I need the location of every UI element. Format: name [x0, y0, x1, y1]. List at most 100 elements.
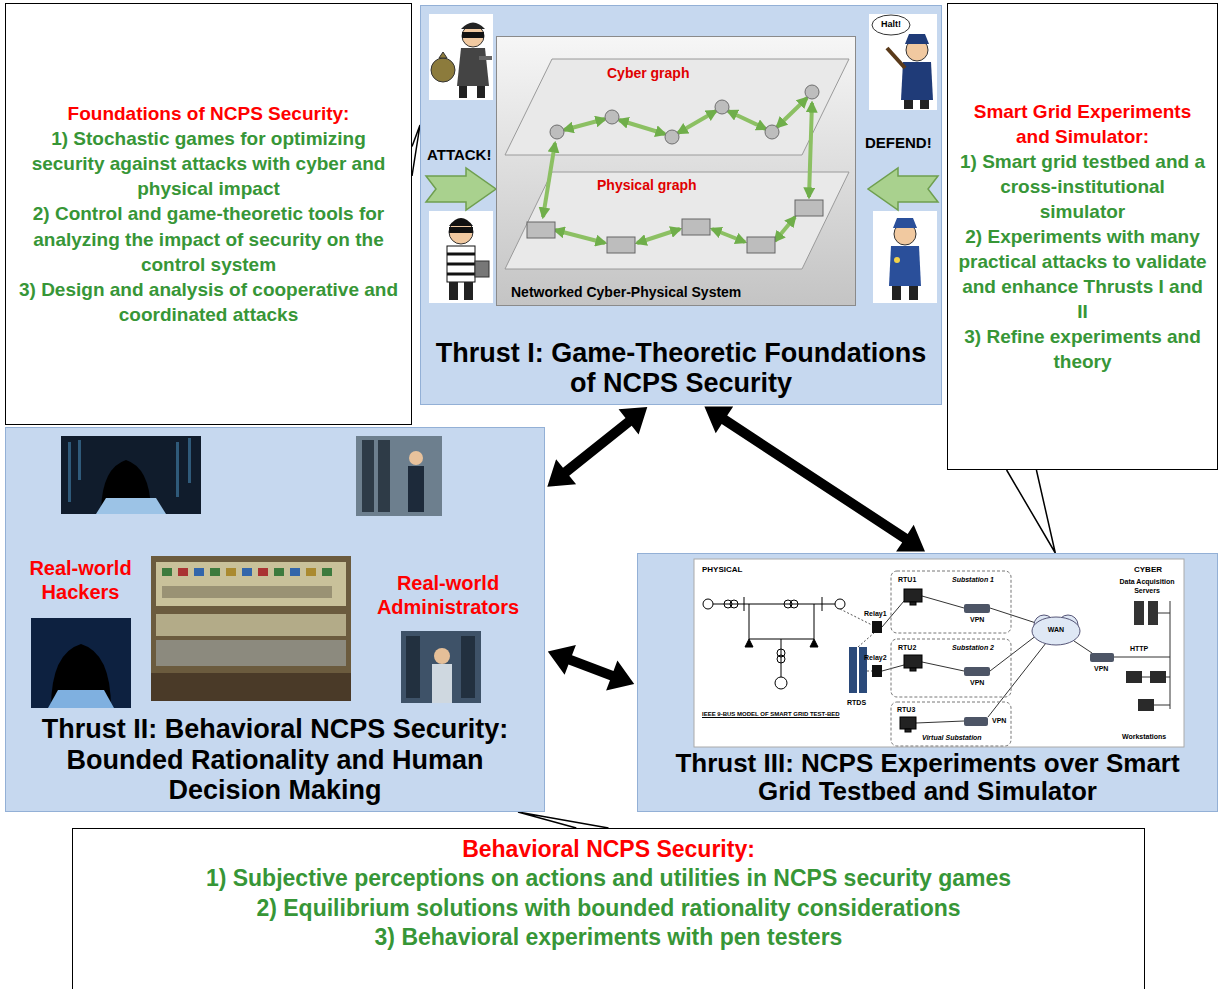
label-holder: HTTP: [1130, 645, 1148, 654]
nine-bus-model-part: [810, 639, 818, 647]
cyber-plane: [505, 59, 849, 155]
rtds-rack-part: [849, 647, 857, 693]
hacker-photo: [61, 436, 201, 514]
robber-figure: [429, 14, 493, 100]
thrust-title: Thrust I: Game-Theoretic Foundations of …: [429, 338, 933, 398]
callout-item: 1) Stochastic games for optimizing secur…: [16, 126, 401, 201]
label-holder: DEFEND!: [865, 134, 932, 151]
robber-figure-part: [479, 56, 492, 60]
schematic-label: IEEE 9-BUS MODEL OF SMART GRID TEST-BED: [702, 711, 840, 717]
schematic-label: Relay2: [864, 654, 887, 663]
substation-outline-part: [891, 702, 1011, 746]
robber-figure-part: [429, 14, 493, 100]
attack-arrow-part: [426, 168, 496, 210]
callout-text-group: Smart Grid Experiments and Simulator:1) …: [958, 99, 1207, 375]
router-icon-part: [964, 604, 990, 613]
callout-item: 1) Smart grid testbed and a cross-instit…: [958, 149, 1207, 224]
robber-figure-part: [477, 86, 485, 98]
panel-title: Networked Cyber-Physical System: [511, 284, 741, 300]
hacker-photo: [31, 618, 131, 708]
police-figure-part: [901, 62, 933, 100]
attack-arrow: [426, 168, 496, 210]
label-holder: VPN: [992, 717, 1006, 726]
label-holder: RTU3: [897, 706, 915, 715]
computer-icon-part: [910, 602, 916, 605]
callout-item: 2) Experiments with many practical attac…: [958, 224, 1207, 324]
network-line-part: [922, 596, 964, 608]
nine-bus-model-part: [777, 655, 785, 663]
hacker-photo-part: [61, 436, 201, 514]
physical-nodes-part: [747, 237, 775, 253]
network-line-part: [916, 721, 964, 723]
nine-bus-model-part: [775, 677, 787, 689]
burglar-figure-part: [447, 246, 475, 282]
label-holder: IEEE 9-BUS MODEL OF SMART GRID TEST-BED: [702, 711, 840, 717]
control-room-photo-part: [226, 568, 236, 576]
server-admin-photo: [356, 436, 442, 516]
network-line-part: [1074, 641, 1092, 653]
police-figure-part: [892, 286, 901, 300]
cyber-nodes-part: [550, 125, 564, 139]
schematic-label: PHYSICAL: [702, 565, 742, 574]
control-room-photo-part: [210, 568, 220, 576]
relay-wiring-part: [867, 671, 872, 672]
label-holder: WAN: [1042, 626, 1070, 635]
schematic-label: RTU1: [898, 576, 916, 585]
wan-cloud: [1032, 615, 1080, 645]
role-label: Real-world Administrators: [363, 571, 533, 619]
cyber-nodes-part: [715, 100, 729, 114]
physical-nodes-part: [682, 219, 710, 235]
defend-arrow-part: [868, 168, 938, 210]
graph-arrows-part: [619, 120, 665, 134]
schematic-label: Substation 1: [952, 576, 994, 583]
schematic-label: Workstations: [1122, 733, 1166, 742]
server-admin-photo-part: [378, 440, 390, 512]
robber-figure-part: [431, 58, 455, 82]
graph-arrows-part: [777, 98, 807, 127]
router-icon-part: [1090, 653, 1114, 662]
graph-arrows-part: [712, 229, 745, 242]
thrust-box: Thrust III: NCPS Experiments over Smart …: [637, 553, 1218, 812]
graph-arrows-part: [564, 119, 605, 130]
graph-arrows-part: [637, 229, 680, 243]
hacker-photo-part: [48, 690, 114, 708]
substation-outline-part: [891, 639, 1011, 697]
computer-icon-part: [904, 655, 922, 668]
control-room-photo-part: [162, 586, 332, 598]
schematic-label: VPN: [992, 717, 1006, 726]
schematic-label: HTTP: [1130, 645, 1148, 654]
label-holder: Relay2: [864, 654, 887, 663]
callout-pointer: [1007, 470, 1056, 553]
relay-wiring-part: [858, 633, 874, 647]
label-holder: Halt!: [876, 19, 906, 29]
label-holder: Virtual Substation: [922, 734, 982, 741]
control-room-photo-part: [274, 568, 284, 576]
hacker-photo-part: [96, 498, 166, 514]
relay-part: [872, 665, 882, 677]
action-word: DEFEND!: [865, 134, 932, 151]
police-figure-part: [869, 14, 937, 110]
router-icon-part: [964, 717, 988, 726]
nine-bus-model-part: [745, 639, 753, 647]
physical-nodes-part: [607, 237, 635, 253]
label-holder: Real-world Administrators: [363, 571, 533, 619]
burglar-figure-part: [447, 253, 475, 256]
admin-photo-part: [432, 664, 452, 703]
label-holder: Workstations: [1122, 733, 1166, 742]
schematic-label: RTDS: [847, 699, 866, 708]
cyber-nodes-part: [765, 125, 779, 139]
burglar-figure-part: [449, 282, 458, 300]
cyber-nodes-part: [665, 130, 679, 144]
burglar-figure: [429, 211, 493, 303]
label-holder: Cyber graph: [607, 65, 689, 81]
network-line-part: [1154, 705, 1170, 706]
computer-icon-part: [900, 717, 916, 729]
label-holder: Physical graph: [597, 177, 697, 193]
schematic-label: WAN: [1042, 626, 1070, 635]
schematic-label: Virtual Substation: [922, 734, 982, 741]
workstation-icon-part: [1126, 671, 1142, 683]
substation-outline-part: [891, 571, 1011, 633]
callout-item: 3) Refine experiments and theory: [958, 324, 1207, 374]
control-room-photo-part: [322, 568, 332, 576]
control-room-photo: [151, 556, 351, 701]
